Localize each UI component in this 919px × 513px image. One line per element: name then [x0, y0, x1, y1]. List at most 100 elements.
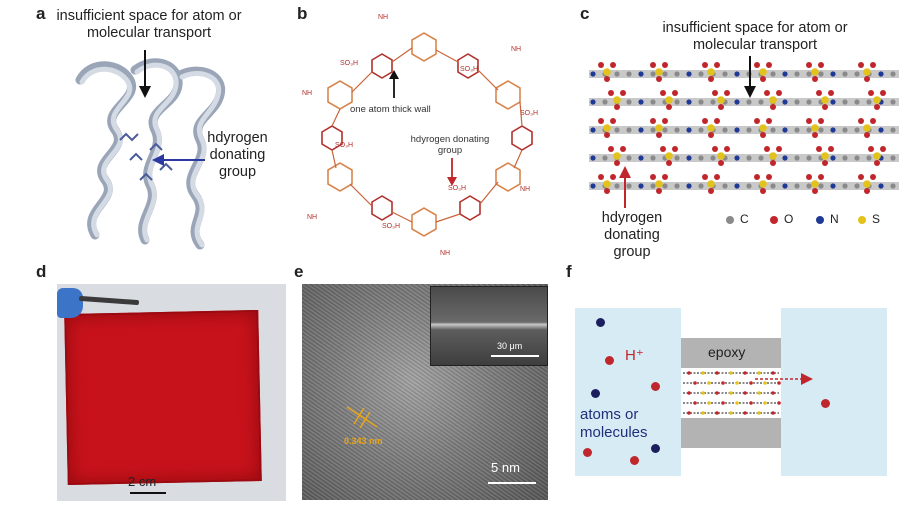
- crystal-oxygen-atom: [806, 62, 812, 68]
- crystal-atom: [686, 71, 692, 77]
- crystal-atom: [686, 127, 692, 133]
- crystal-oxygen-atom: [816, 146, 822, 152]
- crystal-atom: [650, 71, 656, 77]
- crystal-atom: [806, 71, 812, 77]
- crystal-atom: [830, 127, 836, 133]
- crystal-oxygen-atom: [662, 62, 668, 68]
- crystal-atom: [794, 127, 800, 133]
- panel-c-legend: C O N S: [726, 212, 906, 230]
- crystal-oxygen-atom: [764, 90, 770, 96]
- crystal-sulfur-atom: [863, 124, 871, 132]
- crystal-atom: [734, 71, 740, 77]
- chem-nh-5: NH: [307, 214, 318, 221]
- crystal-atom: [770, 183, 776, 189]
- panel-f-proton-arrow: [755, 373, 813, 385]
- crystal-sulfur-atom: [769, 96, 777, 104]
- panel-label-e: e: [294, 262, 304, 281]
- membrane-atom: [715, 411, 719, 415]
- crystal-atom: [722, 71, 728, 77]
- crystal-atom: [686, 99, 692, 105]
- crystal-oxygen-atom: [656, 76, 662, 82]
- membrane-atom: [687, 391, 691, 395]
- crystal-oxygen-atom: [608, 90, 614, 96]
- crystal-atom: [794, 99, 800, 105]
- crystal-sulfur-atom: [707, 68, 715, 76]
- crystal-oxygen-atom: [672, 90, 678, 96]
- panel-f-membrane-stack: [683, 371, 781, 415]
- crystal-oxygen-atom: [812, 76, 818, 82]
- crystal-oxygen-atom: [776, 90, 782, 96]
- crystal-oxygen-atom: [708, 76, 714, 82]
- membrane-atom: [729, 391, 733, 395]
- crystal-atom: [806, 127, 812, 133]
- crystal-oxygen-atom: [656, 132, 662, 138]
- crystal-oxygen-atom: [818, 174, 824, 180]
- membrane-atom: [693, 401, 697, 405]
- crystal-atom: [818, 183, 824, 189]
- crystal-oxygen-atom: [610, 62, 616, 68]
- crystal-sulfur-atom: [769, 152, 777, 160]
- crystal-atom: [722, 183, 728, 189]
- crystal-atom: [602, 99, 608, 105]
- panel-a-protein-helices: [75, 58, 226, 250]
- membrane-atom: [771, 371, 775, 375]
- crystal-atom: [710, 155, 716, 161]
- crystal-atom: [674, 155, 680, 161]
- panel-e-inset-scale-label: 30 μm: [497, 341, 523, 351]
- crystal-atom: [842, 127, 848, 133]
- crystal-atom: [638, 155, 644, 161]
- panel-b-cof-structure: [321, 32, 533, 237]
- panel-f-particles-label: atoms or molecules: [580, 406, 670, 442]
- panel-e-scale-bar: [488, 482, 536, 484]
- crystal-sulfur-atom: [821, 152, 829, 160]
- crystal-atom: [794, 71, 800, 77]
- membrane-atom: [771, 411, 775, 415]
- membrane-atom: [771, 391, 775, 395]
- crystal-sulfur-atom: [613, 152, 621, 160]
- crystal-oxygen-atom: [672, 146, 678, 152]
- crystal-atom: [890, 71, 896, 77]
- crystal-oxygen-atom: [812, 132, 818, 138]
- panel-label-d: d: [36, 262, 47, 281]
- crystal-atom: [626, 71, 632, 77]
- crystal-oxygen-atom: [760, 76, 766, 82]
- crystal-sulfur-atom: [603, 68, 611, 76]
- crystal-oxygen-atom: [754, 174, 760, 180]
- crystal-oxygen-atom: [766, 118, 772, 124]
- crystal-oxygen-atom: [812, 188, 818, 194]
- crystal-layer-band: [589, 98, 899, 106]
- dot-red-5: [821, 399, 830, 408]
- membrane-atom: [763, 401, 767, 405]
- crystal-oxygen-atom: [858, 174, 864, 180]
- crystal-sulfur-atom: [613, 96, 621, 104]
- crystal-atom: [698, 99, 704, 105]
- crystal-oxygen-atom: [816, 90, 822, 96]
- crystal-oxygen-atom: [714, 174, 720, 180]
- crystal-sulfur-atom: [759, 68, 767, 76]
- panel-f-epoxy-bottom: [681, 418, 781, 448]
- crystal-oxygen-atom: [760, 188, 766, 194]
- crystal-oxygen-atom: [604, 132, 610, 138]
- crystal-sulfur-atom: [603, 180, 611, 188]
- legend-dot-n: [816, 216, 824, 224]
- crystal-atom: [674, 99, 680, 105]
- crystal-atom: [770, 127, 776, 133]
- crystal-atom: [842, 99, 848, 105]
- membrane-atom: [701, 371, 705, 375]
- membrane-atom: [693, 381, 697, 385]
- crystal-atom: [662, 127, 668, 133]
- crystal-atom: [842, 183, 848, 189]
- crystal-atom: [698, 127, 704, 133]
- crystal-oxygen-atom: [858, 118, 864, 124]
- crystal-atom: [806, 155, 812, 161]
- crystal-oxygen-atom: [874, 104, 880, 110]
- crystal-oxygen-atom: [858, 62, 864, 68]
- crystal-oxygen-atom: [702, 118, 708, 124]
- panel-f-epoxy-top: [681, 338, 781, 368]
- crystal-oxygen-atom: [760, 132, 766, 138]
- crystal-sulfur-atom: [873, 152, 881, 160]
- crystal-oxygen-atom: [702, 174, 708, 180]
- crystal-oxygen-atom: [754, 118, 760, 124]
- legend-label-n: N: [830, 212, 839, 226]
- panel-label-c: c: [580, 4, 590, 23]
